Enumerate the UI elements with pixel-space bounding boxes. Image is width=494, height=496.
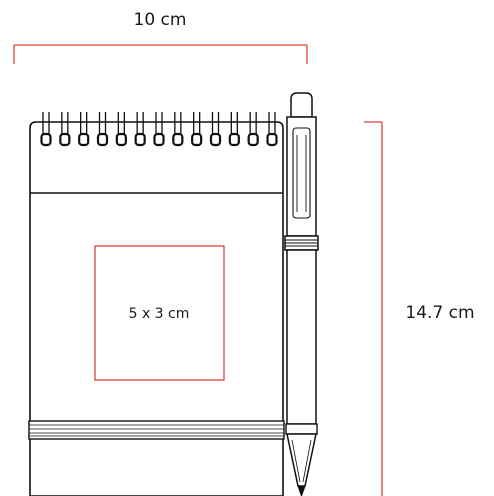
pen-plunger: [290, 92, 313, 118]
spiral-ring: [40, 112, 52, 147]
spiral-binding: [40, 112, 278, 147]
pen-barrel: [286, 249, 317, 425]
spiral-ring: [153, 112, 165, 147]
spiral-ring: [59, 112, 71, 147]
notepad: [28, 112, 285, 496]
height-dimension-bracket: [364, 121, 383, 496]
pen-tip: [286, 433, 317, 487]
spiral-ring: [247, 112, 259, 147]
print-area-box: [94, 245, 225, 381]
spiral-ring: [134, 112, 146, 147]
elastic-band: [28, 420, 285, 440]
spiral-ring: [78, 112, 90, 147]
spiral-ring: [228, 112, 240, 147]
width-dimension-bracket: [13, 44, 308, 64]
pen: [284, 92, 319, 496]
height-label: 14.7 cm: [405, 303, 474, 323]
width-label: 10 cm: [134, 10, 187, 30]
spiral-ring: [209, 112, 222, 147]
spiral-ring: [266, 112, 278, 147]
spiral-ring: [96, 112, 109, 147]
notepad-cover: [29, 121, 284, 496]
pen-center-ring: [284, 235, 319, 251]
spiral-ring: [115, 112, 127, 147]
print-area-label: 5 x 3 cm: [129, 306, 190, 322]
spiral-ring: [172, 112, 184, 147]
spiral-ring: [191, 112, 203, 147]
